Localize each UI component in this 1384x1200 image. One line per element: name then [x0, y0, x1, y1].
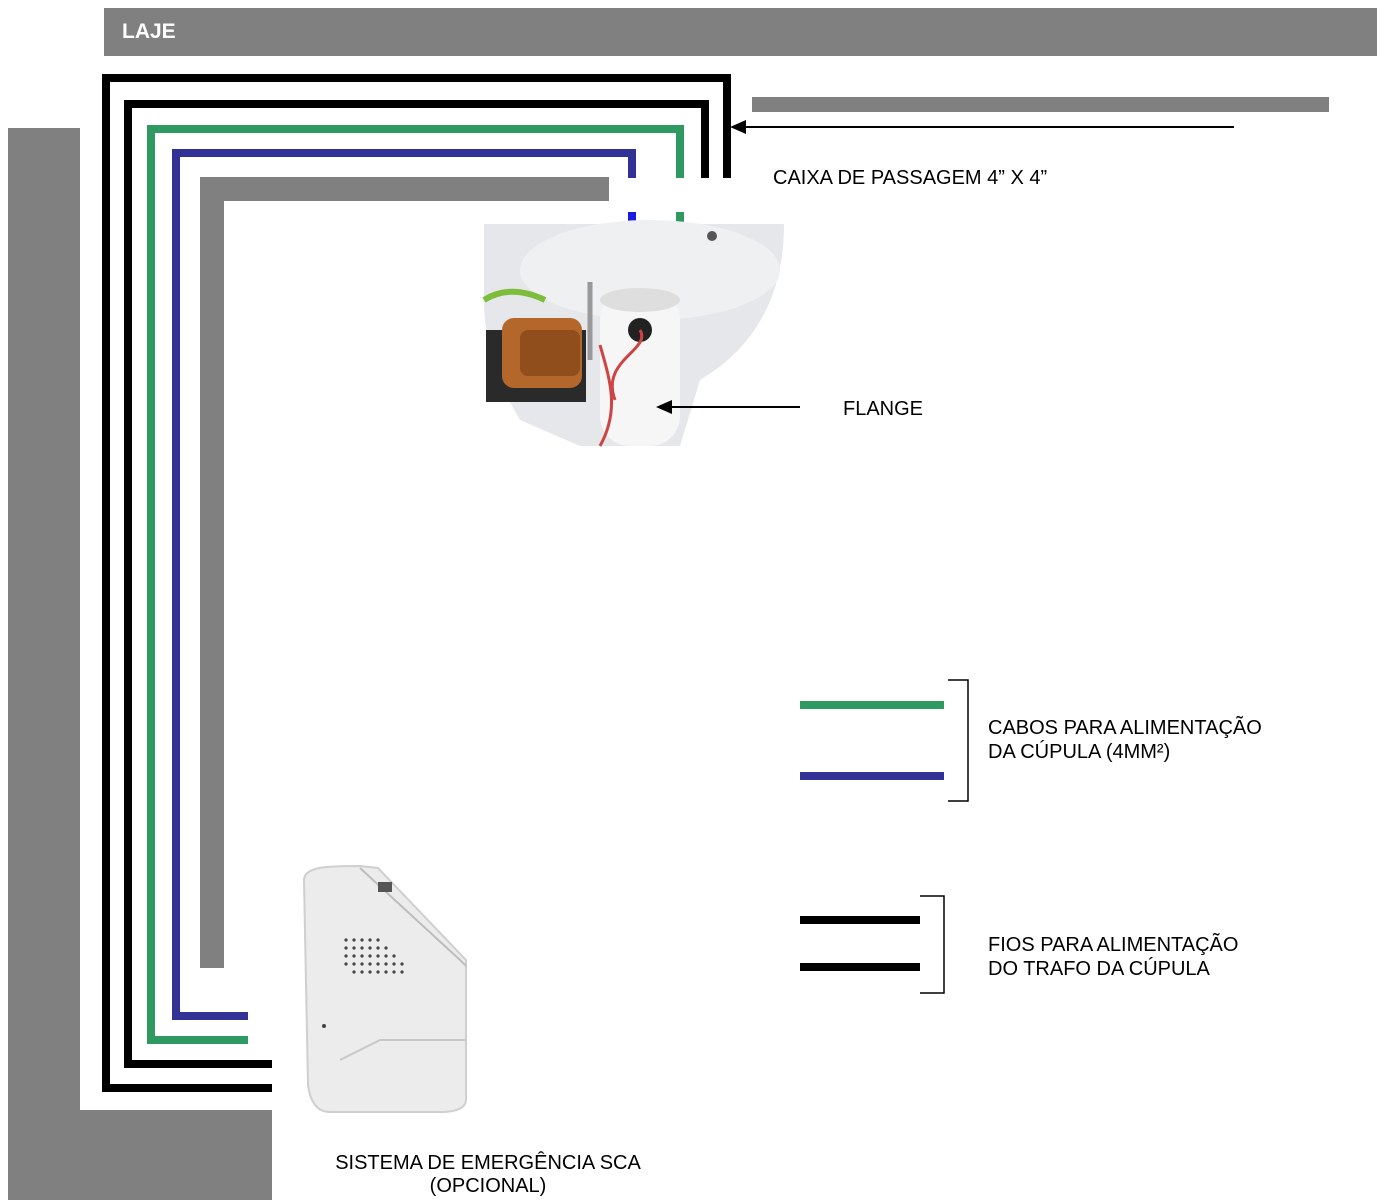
grey-conduit — [200, 177, 609, 968]
floor-slab — [8, 1110, 272, 1200]
laje-title: LAJE — [122, 20, 176, 43]
left-wall — [8, 128, 80, 1200]
fios-label-line2: DO TRAFO DA CÚPULA — [988, 958, 1210, 980]
laje-bar — [104, 8, 1377, 56]
legend-fios-bracket — [920, 895, 945, 994]
cabos-label-line1: CABOS PARA ALIMENTAÇÃO — [988, 717, 1262, 739]
caixa-arrow-head — [730, 120, 746, 134]
flange-label: FLANGE — [843, 398, 924, 420]
junction-box-bar — [752, 97, 1329, 112]
green-wire — [147, 125, 684, 1044]
sistema-label-line1: SISTEMA DE EMERGÊNCIA SCA — [335, 1152, 641, 1174]
dome-photo — [480, 220, 784, 447]
fios-label-line1: FIOS PARA ALIMENTAÇÃO — [988, 934, 1239, 956]
flange-arrow-head — [656, 400, 672, 414]
cabos-label-line2: DA CÚPULA (4MM²) — [988, 741, 1171, 763]
black-wire-inner — [124, 100, 709, 1068]
caixa-label: CAIXA DE PASSAGEM 4” X 4” — [773, 167, 1048, 189]
blue-wire — [172, 149, 636, 1020]
sistema-label-line2: (OPCIONAL) — [429, 1175, 547, 1197]
legend-cabos-bracket — [948, 679, 969, 802]
black-wire-outer — [102, 74, 731, 1092]
emergency-unit-photo — [302, 864, 467, 1113]
